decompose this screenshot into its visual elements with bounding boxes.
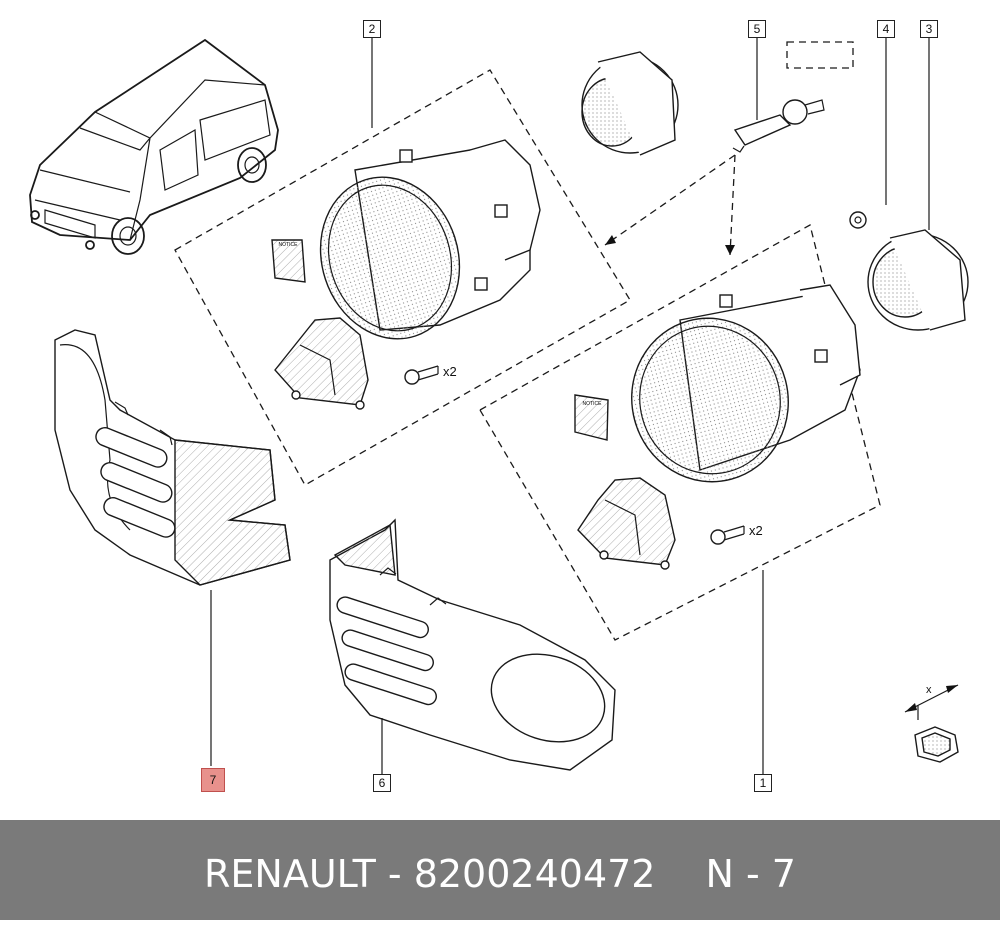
mounting-bracket-upper bbox=[274, 317, 369, 410]
screw-lower bbox=[710, 525, 745, 545]
bulb-path-left bbox=[604, 154, 736, 246]
screw-upper bbox=[404, 365, 439, 385]
part-number: 8200240472 bbox=[413, 852, 656, 896]
callout-3: 3 bbox=[920, 20, 938, 38]
part-2-fog-lamp-left bbox=[319, 139, 541, 340]
callout-6: 6 bbox=[373, 774, 391, 792]
lamp-ring-top bbox=[581, 51, 679, 156]
notice-label: NOTICE bbox=[583, 401, 603, 407]
brand-name: RENAULT bbox=[204, 852, 376, 896]
exploded-parts-diagram: NOTICE NOTICE bbox=[29, 36, 969, 774]
footer-caption: RENAULT - 8200240472 N - 7 bbox=[0, 820, 1000, 920]
callout-5: 5 bbox=[748, 20, 766, 38]
mounting-bracket-lower bbox=[577, 477, 676, 570]
position-label: N - 7 bbox=[705, 852, 796, 896]
callout-1: 1 bbox=[754, 774, 772, 792]
footer-separator: - bbox=[375, 852, 414, 896]
leader-lines bbox=[210, 36, 930, 774]
footer-bar: RENAULT - 8200240472 N - 7 bbox=[0, 820, 1000, 920]
callout-7-highlighted: 7 bbox=[201, 768, 225, 792]
part-5-bulb bbox=[732, 99, 825, 153]
quantity-label-upper: x2 bbox=[443, 364, 457, 379]
vehicle-illustration bbox=[29, 38, 279, 255]
quantity-label-lower: x2 bbox=[749, 523, 763, 538]
notice-label: NOTICE bbox=[279, 242, 299, 248]
axis-symbol bbox=[904, 684, 959, 720]
part-4-nut bbox=[849, 211, 867, 229]
notice-booklet-lower: NOTICE bbox=[574, 394, 609, 441]
part-6-fog-lamp-cover bbox=[329, 518, 616, 771]
bulb-outline bbox=[786, 41, 854, 69]
arrow-icon bbox=[605, 235, 616, 245]
callout-2: 2 bbox=[363, 20, 381, 38]
arrow-icon bbox=[725, 245, 735, 255]
assembly-frame-left bbox=[174, 69, 631, 486]
axis-label: x bbox=[926, 684, 932, 696]
part-1-fog-lamp-right bbox=[631, 284, 861, 483]
hex-nut bbox=[914, 726, 959, 763]
notice-booklet-upper: NOTICE bbox=[271, 239, 306, 283]
assembly-frame-right bbox=[479, 224, 881, 641]
part-3-lamp-ring bbox=[867, 229, 969, 331]
callout-4: 4 bbox=[877, 20, 895, 38]
part-7-fog-lamp-cover bbox=[54, 329, 291, 586]
bulb-path-right bbox=[729, 154, 736, 256]
